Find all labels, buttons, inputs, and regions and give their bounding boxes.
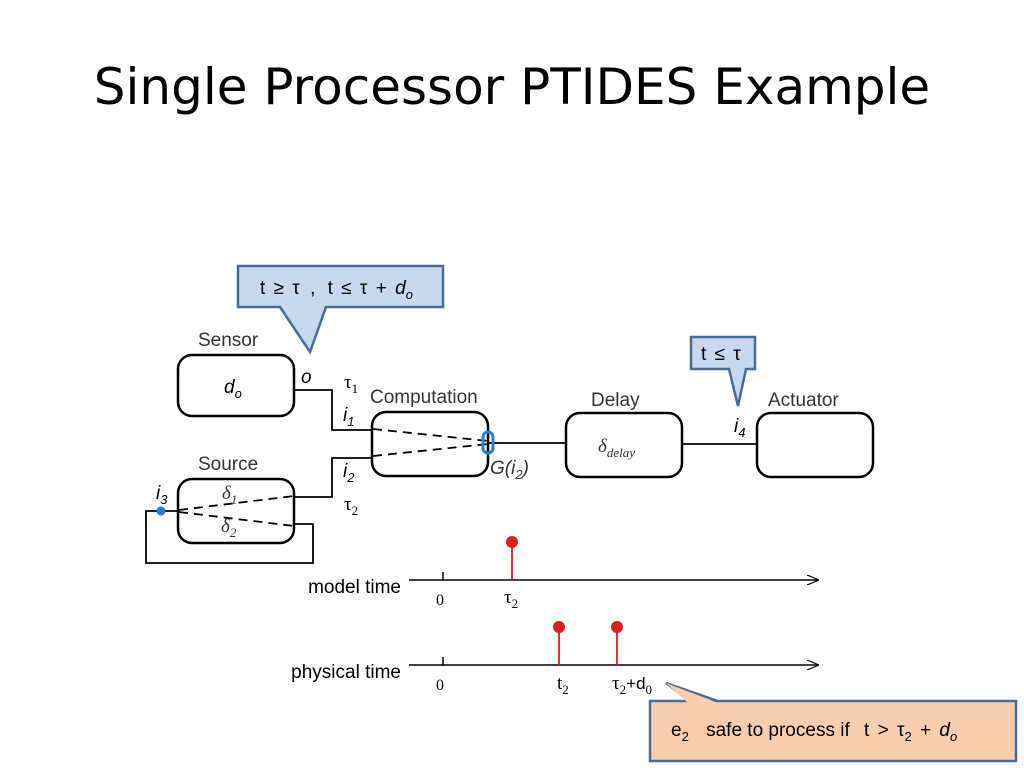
- physical-event2-marker: [611, 621, 623, 633]
- wire-source-feedback: [145, 510, 314, 564]
- physical-time-label: physical time: [291, 662, 401, 683]
- callout-right-shape: [689, 335, 757, 407]
- source-delta2: δ2: [221, 516, 237, 540]
- physical-event2-label: τ2+d0: [612, 673, 652, 697]
- callout-top-text: t ≥ τ , t ≤ τ + do: [260, 278, 413, 302]
- wire-source-to-i2: [294, 457, 372, 498]
- physical-event1-marker: [553, 621, 565, 633]
- sensor-block: Sensor do: [176, 330, 296, 418]
- port-i3-dot: [156, 506, 166, 516]
- output-port-highlight: [481, 430, 495, 455]
- source-label: Source: [198, 454, 258, 475]
- callout-top: t ≥ τ , t ≤ τ + do: [236, 264, 445, 355]
- port-i3-label: i3: [156, 483, 168, 507]
- port-i4-label: i4: [734, 416, 745, 440]
- delay-block: Delay δdelay: [564, 390, 684, 479]
- wire-sensor-to-i1: [294, 389, 372, 431]
- sensor-label: Sensor: [198, 330, 259, 351]
- computation-block: Computation: [370, 387, 490, 478]
- delay-content: δdelay: [598, 436, 635, 460]
- source-block: Source δ1 δ2: [176, 454, 296, 545]
- computation-label: Computation: [370, 387, 478, 408]
- physical-time-axis: physical time 0 t2 τ2+d0: [291, 621, 818, 697]
- delay-label: Delay: [591, 390, 640, 411]
- callout-top-shape: [236, 264, 445, 355]
- slide-title: Single Processor PTIDES Example: [93, 58, 931, 116]
- callout-right: t ≤ τ: [689, 335, 757, 407]
- actuator-label: Actuator: [768, 390, 839, 411]
- port-o-label: o: [301, 367, 312, 388]
- sensor-content: do: [224, 377, 242, 401]
- model-event-label: τ2: [504, 587, 518, 611]
- port-tau2-label: τ2: [344, 494, 358, 518]
- actuator-block: Actuator: [755, 390, 875, 479]
- model-zero-label: 0: [436, 592, 444, 609]
- safe-to-process-note: e2 safe to process if t > τ2 + do: [648, 681, 1018, 763]
- port-i1-label: i1: [343, 405, 354, 429]
- physical-event1-label: t2: [557, 673, 569, 697]
- port-g-label: G(i2): [490, 458, 529, 482]
- port-tau1-label: τ1: [344, 372, 358, 396]
- port-i2-label: i2: [343, 461, 355, 485]
- note-text: e2 safe to process if t > τ2 + do: [671, 720, 957, 746]
- callout-right-text: t ≤ τ: [701, 344, 741, 365]
- model-time-label: model time: [308, 577, 401, 598]
- model-event-marker: [506, 536, 518, 548]
- source-delta1: δ1: [222, 483, 237, 507]
- physical-zero-label: 0: [436, 677, 444, 694]
- model-time-axis: model time 0 τ2: [308, 536, 818, 611]
- connections: [145, 389, 757, 564]
